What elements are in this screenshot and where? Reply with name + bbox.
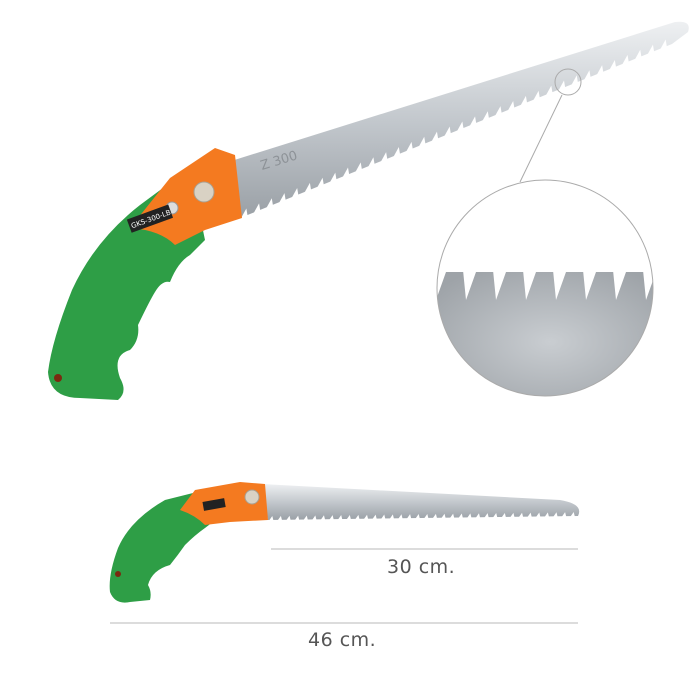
saw-tooth-notch [440,513,447,520]
small-rivet-icon [244,489,260,505]
saw-tooth-notch [526,512,533,519]
large-saw: GKS-300-LB Z 300 [48,21,689,400]
saw-tooth-notch [430,131,439,144]
saw-tooth-notch [595,65,604,77]
saw-tooth-notch [345,514,352,521]
blade-length-label: 30 cm. [387,556,456,578]
magnifier-connector [519,94,563,183]
saw-tooth-notch [405,514,412,521]
saw-tooth-notch [414,514,421,521]
saw-tooth-notch [265,198,274,210]
saw-tooth-notch [494,106,502,118]
saw-tooth-notch [303,182,312,195]
saw-tooth-notch [278,193,286,205]
magnified-tooth-gap [582,260,612,300]
saw-tooth-notch [483,513,490,520]
saw-tooth-notch [509,512,515,519]
saw-tooth-notch [341,167,350,180]
saw-tooth-notch [336,515,343,522]
saw-tooth-notch [362,514,369,521]
saw-tooth-notch [569,512,576,519]
saw-tooth-notch [290,187,299,200]
small-blade [262,484,580,520]
saw-tooth-notch [285,515,292,522]
saw-tooth-notch [474,513,481,520]
saw-tooth-notch [534,512,541,519]
saw-tooth-notch [557,80,566,93]
saw-tooth-notch [405,141,414,154]
saw-tooth-notch [543,512,550,519]
magnified-tooth-gap [437,260,462,300]
saw-tooth-notch [379,514,386,521]
saw-tooth-notch [491,513,498,520]
saw-tooth-notch [552,512,558,519]
saw-tooth-notch [354,162,363,174]
saw-tooth-notch [276,515,283,522]
saw-tooth-notch [466,513,472,520]
magnified-tooth-gap [642,260,653,300]
large-blade [228,21,689,219]
saw-tooth-notch [252,203,261,215]
magnifier-circle [436,179,654,397]
saw-tooth-notch [448,513,455,520]
saw-tooth-notch [570,75,579,87]
saw-tooth-notch [608,60,617,72]
saw-tooth-notch [532,90,541,103]
saw-tooth-notch [319,515,326,522]
magnified-tooth-gap [492,260,522,300]
saw-tooth-notch [443,126,452,139]
magnified-tooth-gap [462,260,492,300]
saw-tooth-notch [646,44,655,57]
saw-tooth-notch [544,85,553,98]
saw-tooth-notch [328,172,337,185]
saw-tooth-notch [621,54,630,67]
saw-tooth-notch [354,514,360,521]
saw-tooth-notch [659,39,668,52]
saw-tooth-notch [468,116,477,128]
small-hang-hole-icon [115,571,121,577]
saw-tooth-notch [379,152,388,164]
total-length-label: 46 cm. [308,629,377,651]
saw-tooth-notch [371,514,378,521]
large-blade-teeth [240,39,668,220]
saw-tooth-notch [423,513,429,520]
saw-tooth-notch [397,514,403,521]
saw-tooth-notch [560,512,567,519]
saw-tooth-notch [328,515,335,522]
saw-tooth-notch [316,177,325,190]
saw-tooth-notch [506,100,515,113]
large-rivet-icon [193,181,215,203]
saw-tooth-notch [583,70,591,82]
saw-tooth-notch [388,514,395,521]
saw-tooth-notch [392,147,401,159]
saw-tooth-notch [268,515,274,522]
saw-tooth-notch [367,157,375,169]
saw-tooth-notch [417,136,426,149]
large-hang-hole-icon [54,374,62,382]
saw-tooth-notch [457,513,464,520]
small-handle-grip [109,490,222,603]
saw-tooth-notch [431,513,438,520]
magnified-tooth-gap [522,260,552,300]
saw-tooth-notch [517,512,524,519]
saw-tooth-notch [519,95,528,108]
small-saw [109,482,580,603]
saw-tooth-notch [311,515,317,522]
saw-tooth-notch [456,121,464,133]
magnifier-source-circle [554,68,582,96]
saw-tooth-notch [481,111,490,123]
saw-tooth-notch [293,515,300,522]
saw-tooth-notch [500,512,507,519]
small-handle-label [202,498,226,511]
magnified-tooth-gap [612,260,642,300]
saw-tooth-notch [302,515,309,522]
magnified-tooth-gap [552,260,582,300]
magnified-teeth [437,260,653,300]
large-handle-label [126,204,174,233]
saw-tooth-notch [240,208,248,220]
small-blade-teeth [268,512,576,522]
saw-tooth-notch [633,49,642,62]
